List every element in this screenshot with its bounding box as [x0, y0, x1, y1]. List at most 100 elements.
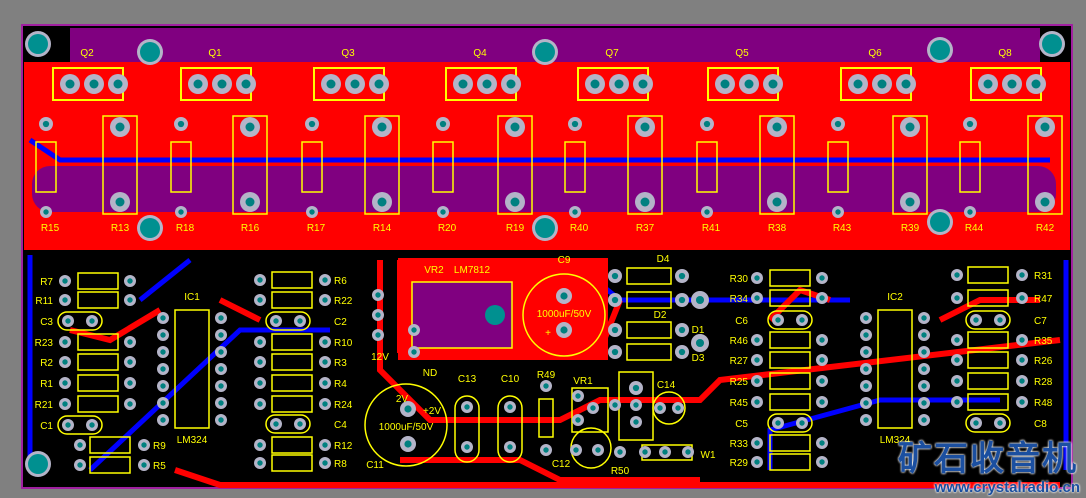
- resistor-label-R14: R14: [373, 223, 392, 234]
- resistor-outline: [271, 353, 313, 371]
- capacitor-outline: [965, 310, 1011, 330]
- capacitor-outline: [265, 414, 311, 434]
- mounting-hole-drill: [1042, 34, 1062, 54]
- drill-hole: [1019, 337, 1025, 343]
- component-label-C3: C3: [40, 317, 53, 328]
- drill-hole: [954, 357, 960, 363]
- component-label-R48: R48: [1034, 398, 1053, 409]
- mounting-hole-drill: [140, 42, 160, 62]
- capacitor-label-C13: C13: [458, 374, 477, 385]
- resistor-label-R15: R15: [41, 223, 60, 234]
- resistor-outline: [627, 115, 663, 215]
- drill-hole: [464, 444, 470, 450]
- resistor-outline: [77, 374, 119, 392]
- ic-outline: [174, 309, 210, 429]
- drill-hole: [218, 417, 224, 423]
- resistor-outline: [271, 333, 313, 351]
- drill-hole: [819, 459, 825, 465]
- resistor-outline: [89, 436, 131, 454]
- drill-hole: [1019, 357, 1025, 363]
- resistor-outline: [769, 351, 811, 369]
- drill-hole: [322, 380, 328, 386]
- drill-hole: [905, 197, 915, 207]
- drill-hole: [754, 459, 760, 465]
- resistor-outline: [959, 141, 981, 193]
- resistor-outline: [967, 331, 1009, 349]
- transistor-label-Q3: Q3: [341, 48, 355, 59]
- drill-hole: [127, 297, 133, 303]
- drill-hole: [160, 349, 166, 355]
- drill-hole: [464, 404, 470, 410]
- resistor-outline: [271, 374, 313, 392]
- resistor-label-R18: R18: [176, 223, 195, 234]
- drill-hole: [127, 359, 133, 365]
- watermark-url: www.crystalradio.cn: [934, 479, 1080, 496]
- drill-hole: [863, 400, 869, 406]
- drill-hole: [695, 295, 705, 305]
- drill-hole: [62, 401, 68, 407]
- drill-hole: [678, 348, 686, 356]
- drill-hole: [695, 338, 705, 348]
- drill-hole: [799, 317, 805, 323]
- drill-hole: [819, 357, 825, 363]
- drill-hole: [983, 79, 993, 89]
- ic-part-label: LM324: [880, 435, 911, 446]
- resistor-outline: [769, 393, 811, 411]
- capacitor-outline: [57, 415, 103, 435]
- drill-hole: [440, 209, 446, 215]
- drill-hole: [326, 79, 336, 89]
- resistor-label-R19: R19: [506, 223, 525, 234]
- drill-hole: [322, 339, 328, 345]
- drill-hole: [404, 440, 412, 448]
- component-label-C6: C6: [735, 316, 748, 327]
- drill-hole: [374, 79, 384, 89]
- drill-hole: [404, 405, 412, 413]
- drill-hole: [754, 440, 760, 446]
- drill-hole: [297, 421, 303, 427]
- resistor-label-R39: R39: [901, 223, 920, 234]
- drill-hole: [560, 292, 568, 300]
- drill-hole: [218, 366, 224, 372]
- drill-hole: [322, 277, 328, 283]
- component-label-R6: R6: [334, 276, 347, 287]
- component-label-R3: R3: [334, 358, 347, 369]
- drill-hole: [273, 421, 279, 427]
- c14-outline: [652, 391, 686, 425]
- drill-hole: [160, 400, 166, 406]
- regulator-tab-hole: [485, 305, 505, 325]
- c11-outline: [364, 383, 448, 467]
- resistor-outline: [432, 141, 454, 193]
- component-label-R9: R9: [153, 441, 166, 452]
- drill-hole: [863, 332, 869, 338]
- drill-hole: [309, 209, 315, 215]
- resistor-label-R38: R38: [768, 223, 787, 234]
- drill-hole: [322, 401, 328, 407]
- drill-hole: [218, 332, 224, 338]
- drill-hole: [853, 79, 863, 89]
- vr1-label: VR1: [573, 376, 593, 387]
- drill-hole: [127, 380, 133, 386]
- drill-hole: [43, 209, 49, 215]
- drill-hole: [218, 315, 224, 321]
- resistor-label-R17: R17: [307, 223, 326, 234]
- drill-hole: [973, 317, 979, 323]
- c14-label: C14: [657, 380, 676, 391]
- drill-hole: [127, 339, 133, 345]
- drill-hole: [193, 79, 203, 89]
- drill-hole: [257, 442, 263, 448]
- component-label-R1: R1: [40, 379, 53, 390]
- drill-hole: [775, 317, 781, 323]
- drill-hole: [921, 332, 927, 338]
- drill-hole: [543, 383, 549, 389]
- capacitor-outline: [454, 395, 480, 463]
- component-label-R7: R7: [40, 277, 53, 288]
- r50-label: R50: [611, 466, 630, 477]
- transistor-label-Q4: Q4: [473, 48, 487, 59]
- component-label-R5: R5: [153, 461, 166, 472]
- drill-hole: [1040, 197, 1050, 207]
- drill-hole: [257, 277, 263, 283]
- diode-outline: [626, 291, 672, 309]
- component-label-R26: R26: [1034, 356, 1053, 367]
